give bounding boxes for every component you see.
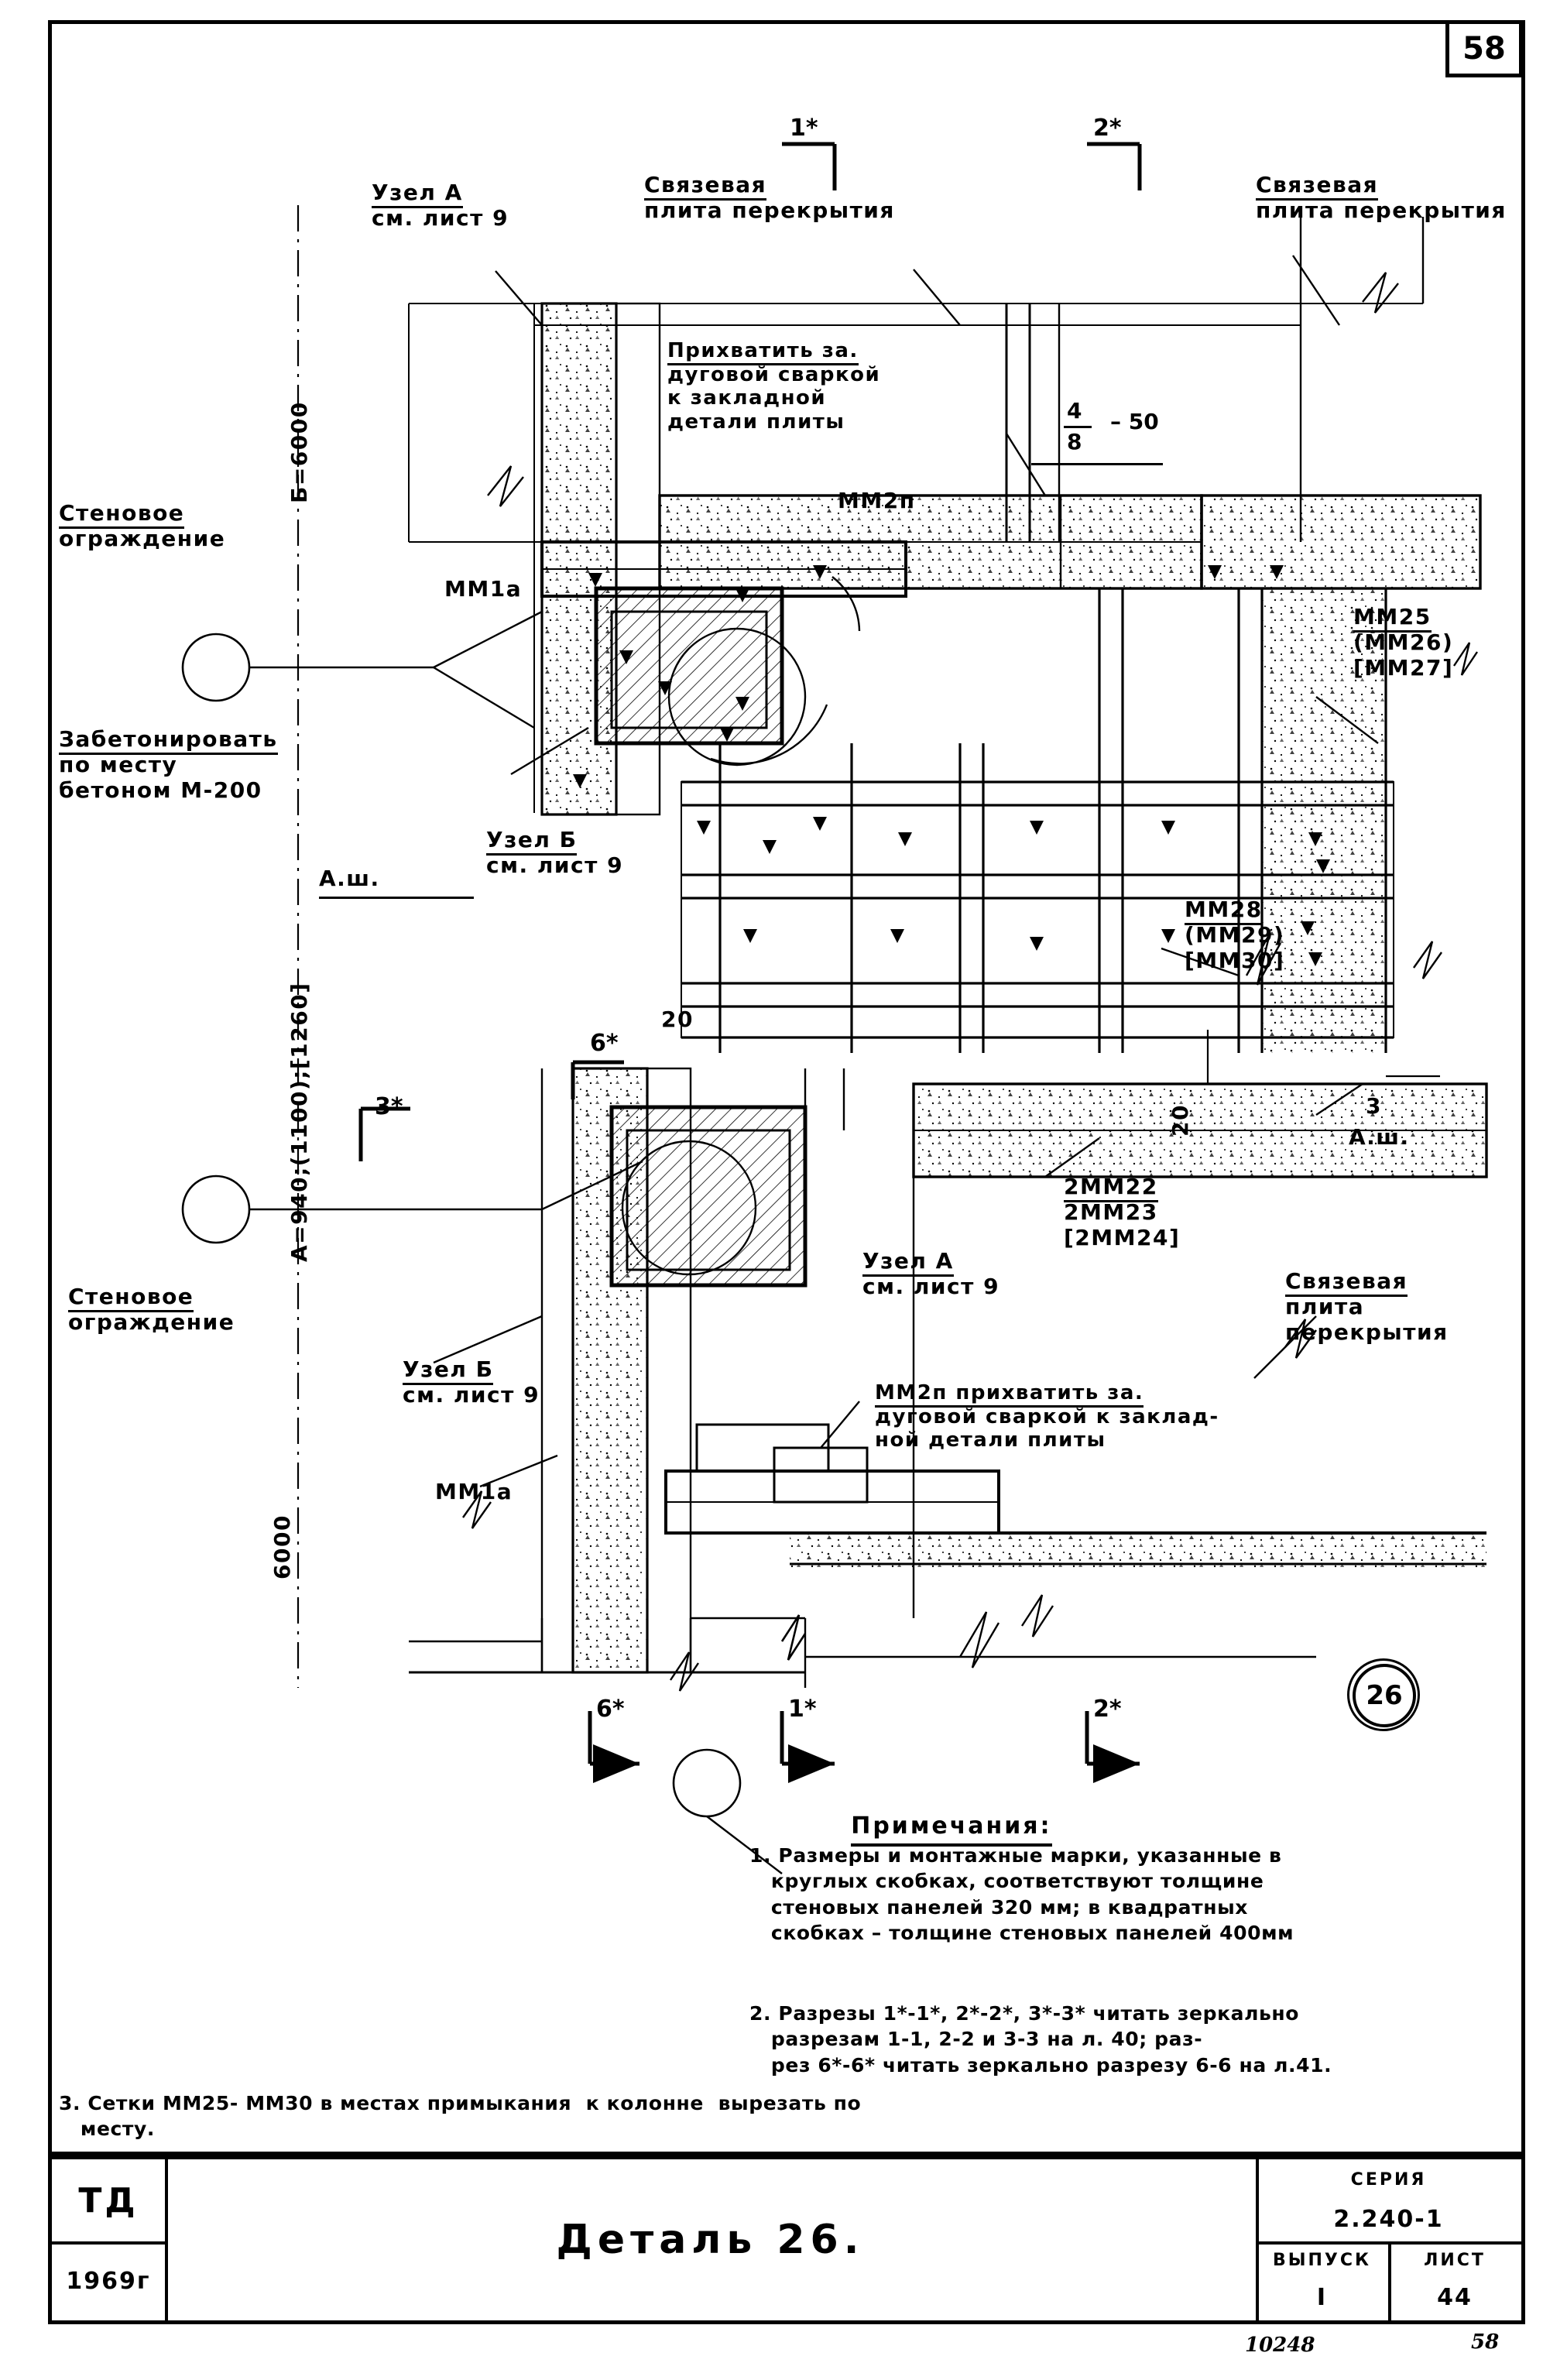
- label-2mm22-group: 2ММ22 2ММ23 [2ММ24]: [1064, 1174, 1181, 1251]
- label-uzel-a-lower: Узел А см. лист 9: [862, 1248, 1000, 1300]
- label-mm1a-top: ММ1а: [444, 576, 523, 602]
- label-svyazevaya-plita-3: Связевая плита перекрытия: [1285, 1268, 1449, 1346]
- tb-divider-1: [165, 2159, 168, 2320]
- footer-page-number: 58: [1471, 2330, 1500, 2354]
- section-mark-1star-bottom: 1*: [788, 1696, 817, 1723]
- detail-circle-outer: [1347, 1658, 1420, 1731]
- section-mark-2star-bottom: 2*: [1093, 1696, 1122, 1723]
- weld-fraction-bar: [1064, 426, 1092, 428]
- dimension-b-6000: Б=6000: [286, 401, 312, 503]
- label-mm2p-prihvatit-lower: ММ2п прихватить за. дуговой сваркой к за…: [875, 1381, 1219, 1452]
- tb-issue-value: I: [1316, 2283, 1328, 2311]
- label-mark-3: 3: [1366, 1093, 1382, 1119]
- tb-series-value: 2.240-1: [1333, 2205, 1444, 2233]
- label-mm25-group: ММ25 (ММ26) [ММ27]: [1353, 604, 1454, 681]
- tb-organization: ТД: [78, 2180, 139, 2221]
- tb-divider-3: [52, 2241, 165, 2245]
- title-block: ТД 1969г Деталь 26. СЕРИЯ 2.240-1 ВЫПУСК…: [48, 2155, 1525, 2324]
- drawing-frame: [48, 20, 1525, 2155]
- label-zabetonirovat: Забетонировать по месту бетоном М-200: [59, 726, 278, 804]
- label-svyazevaya-plita-2: Связевая плита перекрытия: [1256, 172, 1507, 224]
- label-uzel-b-top: Узел Б см. лист 9: [486, 827, 624, 879]
- label-mm28-group: ММ28 (ММ29) [ММ30]: [1185, 897, 1285, 974]
- label-svyazevaya-plita-1: Связевая плита перекрытия: [644, 172, 895, 224]
- note-item-3: 3. Сетки ММ25- ММ30 в местах примыкания …: [59, 2092, 862, 2141]
- tb-drawing-title: Деталь 26.: [556, 2217, 865, 2263]
- dimension-a-940: А=940;(1100);[1260]: [286, 982, 312, 1262]
- weld-numerator: 4: [1067, 398, 1082, 424]
- label-mm2p-top: ММ2п: [838, 488, 916, 513]
- tb-divider-2: [1256, 2159, 1259, 2320]
- notes-title: Примечания:: [822, 1785, 1052, 1872]
- note-item-2: 2. Разрезы 1*-1*, 2*-2*, 3*-3* читать зе…: [749, 2002, 1332, 2076]
- dimension-6000-lower: 6000: [269, 1514, 295, 1579]
- label-uzel-a-top: Узел А см. лист 9: [372, 180, 509, 231]
- tb-divider-5: [1388, 2241, 1391, 2320]
- label-mark-20b: 20: [1168, 1104, 1193, 1137]
- section-mark-3star: 3*: [375, 1093, 403, 1120]
- label-stenovoe-ograzhdenie-1: Стеновое ограждение: [59, 500, 226, 552]
- detail-circle-26: 26: [1353, 1664, 1416, 1727]
- note-item-1: 1. Размеры и монтажные марки, указанные …: [749, 1844, 1294, 1944]
- section-mark-1star-top: 1*: [790, 115, 818, 142]
- label-a-sh-left: А.ш.: [319, 866, 380, 891]
- tb-year: 1969г: [66, 2267, 151, 2295]
- section-mark-2star-top: 2*: [1093, 115, 1122, 142]
- label-a-sh-right: А.ш.: [1349, 1124, 1410, 1150]
- tb-sheet-value: 44: [1437, 2283, 1473, 2311]
- weld-leader-line: [1031, 463, 1163, 465]
- label-prihvatit-weld-top: Прихватить за. дуговой сваркой к закладн…: [667, 339, 881, 434]
- weld-denominator: 8: [1067, 429, 1082, 454]
- tb-series-label: СЕРИЯ: [1350, 2169, 1427, 2190]
- weld-length: – 50: [1110, 409, 1159, 434]
- label-mm1a-lower: ММ1а: [435, 1479, 513, 1504]
- tb-issue-label: ВЫПУСК: [1272, 2250, 1372, 2270]
- section-mark-6star-top: 6*: [590, 1030, 619, 1057]
- label-mark-20a: 20: [661, 1007, 694, 1032]
- section-mark-6star-bottom: 6*: [596, 1696, 625, 1723]
- label-uzel-b-lower: Узел Б см. лист 9: [403, 1356, 540, 1408]
- label-stenovoe-ograzhdenie-2: Стеновое ограждение: [68, 1284, 235, 1336]
- page-number-box: 58: [1445, 20, 1523, 77]
- a-sh-left-leader: [319, 897, 474, 899]
- tb-sheet-label: ЛИСТ: [1424, 2250, 1486, 2270]
- document-number: 10248: [1245, 2334, 1315, 2357]
